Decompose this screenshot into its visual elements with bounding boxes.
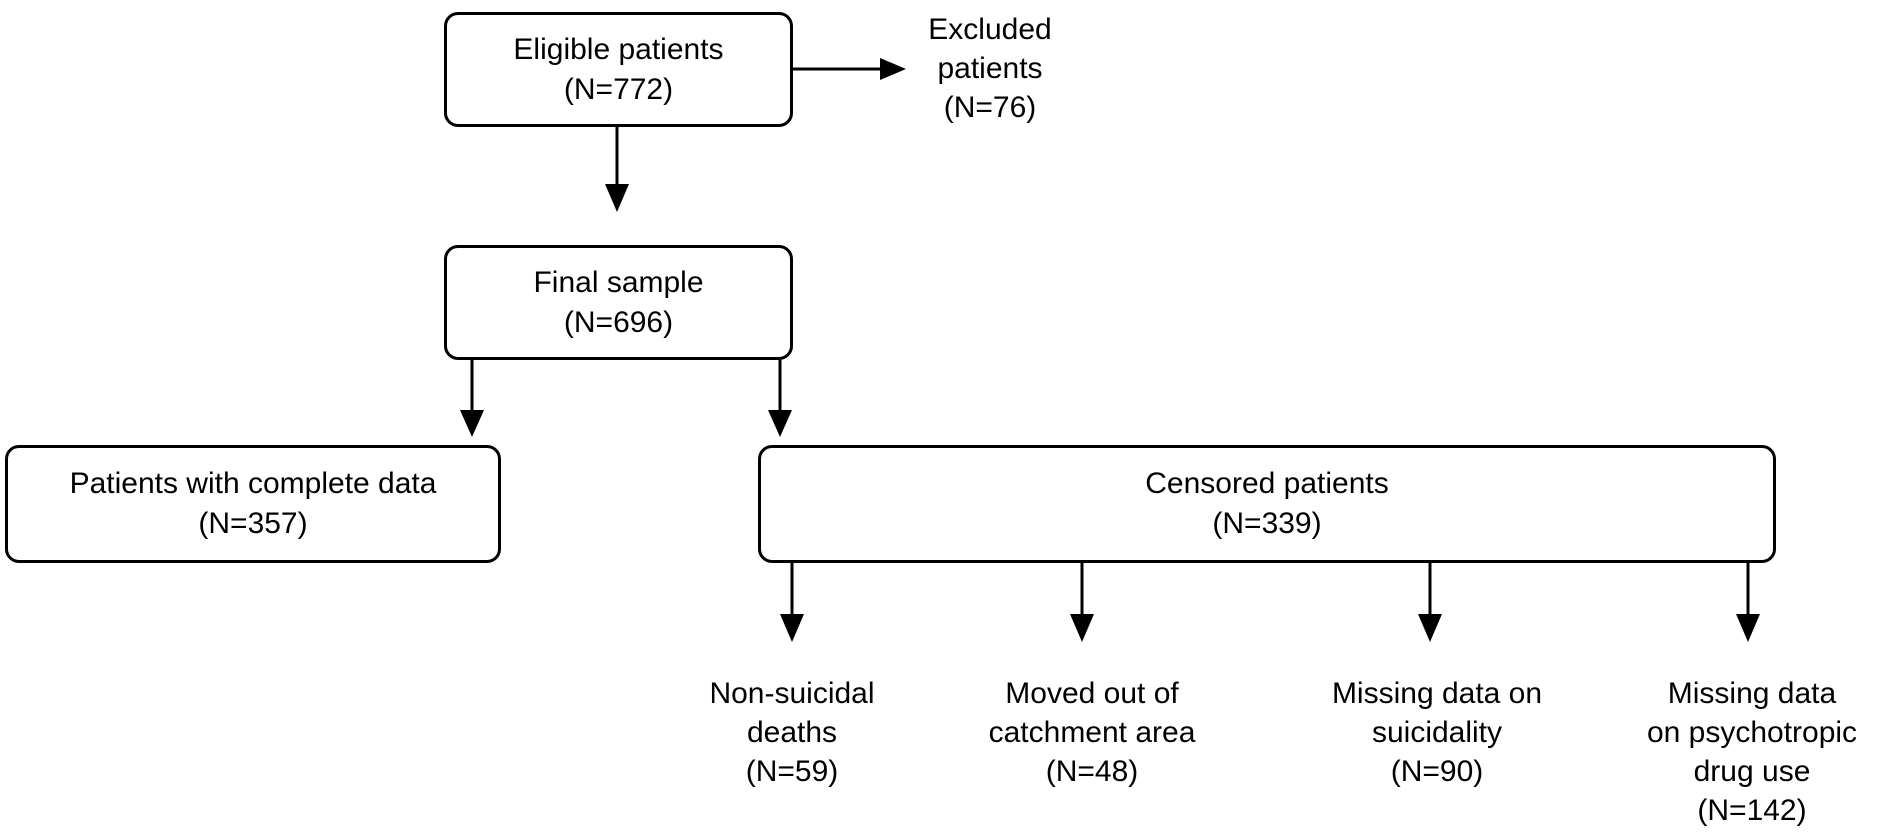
moved-out-label-line2: catchment area <box>988 716 1196 749</box>
excluded-patients-label-line1: Excluded <box>928 13 1052 46</box>
moved-out-label-line1: Moved out of <box>1005 677 1179 710</box>
arrow-eligible-to-final <box>605 127 629 212</box>
missing-suicidality-label-line2: suicidality <box>1371 716 1503 749</box>
excluded-patients-label-line2: patients <box>937 52 1043 85</box>
missing-suicidality-text: Missing data on suicidality (N=90) <box>1302 674 1572 791</box>
non-suicidal-deaths-count: (N=59) <box>745 755 839 788</box>
final-sample-label: Final sample <box>533 265 704 299</box>
eligible-patients-box: Eligible patients (N=772) <box>444 12 793 127</box>
censored-patients-count: (N=339) <box>1212 507 1322 540</box>
non-suicidal-deaths-text: Non-suicidal deaths (N=59) <box>672 674 912 791</box>
excluded-patients-text: Excluded patients (N=76) <box>900 10 1080 127</box>
excluded-patients-count: (N=76) <box>943 91 1037 124</box>
censored-patients-box: Censored patients (N=339) <box>758 445 1776 563</box>
arrow-censored-to-nonsuicidal <box>780 562 804 642</box>
missing-drug-use-label-line1: Missing data <box>1667 677 1837 710</box>
complete-data-count: (N=357) <box>198 507 308 540</box>
complete-data-label: Patients with complete data <box>69 467 437 500</box>
missing-drug-use-label-line2: on psychotropic <box>1646 716 1858 749</box>
complete-data-box: Patients with complete data (N=357) <box>5 445 501 563</box>
missing-drug-use-label-line3: drug use <box>1693 755 1811 788</box>
arrow-censored-to-missing-suicidality <box>1418 562 1442 642</box>
final-sample-box: Final sample (N=696) <box>444 245 793 360</box>
moved-out-count: (N=48) <box>1045 755 1139 788</box>
missing-suicidality-label-line1: Missing data on <box>1331 677 1543 710</box>
arrow-final-to-censored <box>768 360 792 437</box>
arrow-censored-to-missing-drug <box>1736 562 1760 642</box>
eligible-patients-label: Eligible patients <box>513 32 724 66</box>
censored-patients-label: Censored patients <box>1145 467 1389 500</box>
missing-drug-use-count: (N=142) <box>1697 794 1807 827</box>
non-suicidal-deaths-label-line2: deaths <box>746 716 838 749</box>
missing-suicidality-count: (N=90) <box>1390 755 1484 788</box>
arrow-censored-to-moved <box>1070 562 1094 642</box>
eligible-patients-count: (N=772) <box>563 72 674 106</box>
arrow-eligible-to-excluded <box>790 58 906 80</box>
arrow-final-to-complete <box>460 360 484 437</box>
final-sample-count: (N=696) <box>563 305 674 339</box>
moved-out-text: Moved out of catchment area (N=48) <box>962 674 1222 791</box>
missing-drug-use-text: Missing data on psychotropic drug use (N… <box>1622 674 1882 830</box>
non-suicidal-deaths-label-line1: Non-suicidal <box>709 677 875 710</box>
